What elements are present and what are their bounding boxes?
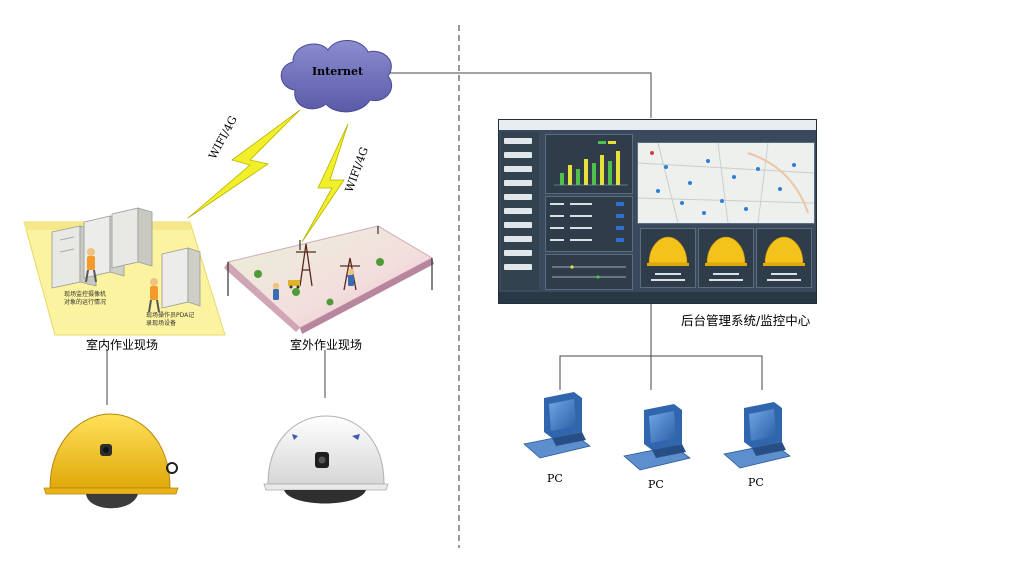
fence-posts (227, 226, 433, 296)
pc-icon (523, 392, 591, 459)
outdoor-label: 室外作业现场 (290, 337, 362, 352)
wireless-label-left: WIFI/4G (206, 114, 240, 162)
wireless-link-left: WIFI/4G (187, 109, 301, 219)
wireless-link-right: WIFI/4G (301, 123, 371, 243)
vehicle-icon (288, 280, 300, 289)
wireless-label-right: WIFI/4G (343, 145, 371, 194)
dashboard-sidebar (501, 132, 539, 290)
dashboard-bar-chart-panel (545, 134, 633, 194)
indoor-scene: 现场监控摄像机 对象的运行情况 现场操作员PDA记 录现场设备 室内作业现场 (23, 207, 226, 352)
power-tower-icon (296, 243, 316, 287)
dashboard-status-bar (499, 292, 816, 303)
pc-icon (623, 404, 691, 471)
pc-icon (723, 402, 791, 469)
server-cabinets (51, 207, 201, 309)
pc-label: PC (547, 472, 563, 485)
dashboard-map-panel (637, 142, 815, 224)
indoor-note-a: 现场监控摄像机 对象的运行情况 (64, 290, 108, 306)
worker-icon (148, 278, 160, 313)
dashboard-title-bar (499, 120, 816, 130)
outdoor-scene: 室外作业现场 (224, 225, 434, 352)
monitor-center-label: 后台管理系统/监控中心 (681, 313, 811, 328)
indoor-note-b: 现场操作员PDA记 录现场设备 (146, 311, 196, 327)
dashboard-helmet-thumb (640, 228, 696, 288)
pc-label: PC (748, 476, 764, 489)
worker-icon (347, 268, 355, 286)
dashboard-helmet-thumb (698, 228, 754, 288)
white-helmet-camera-icon (263, 415, 389, 504)
dashboard-timeline-panel (545, 254, 633, 290)
internet-label: Internet (312, 65, 364, 78)
monitor-dashboard-screen (498, 119, 817, 304)
dashboard-helmet-thumb (756, 228, 812, 288)
yellow-helmet-camera-icon (43, 413, 179, 509)
indoor-label: 室内作业现场 (86, 337, 158, 352)
dashboard-list-panel (545, 196, 633, 252)
internet-cloud: Internet (280, 40, 393, 113)
pc-label: PC (648, 478, 664, 491)
tree-icons (254, 258, 384, 306)
worker-icon (85, 248, 97, 283)
connector-lines (106, 72, 763, 405)
worker-icon (272, 282, 280, 300)
